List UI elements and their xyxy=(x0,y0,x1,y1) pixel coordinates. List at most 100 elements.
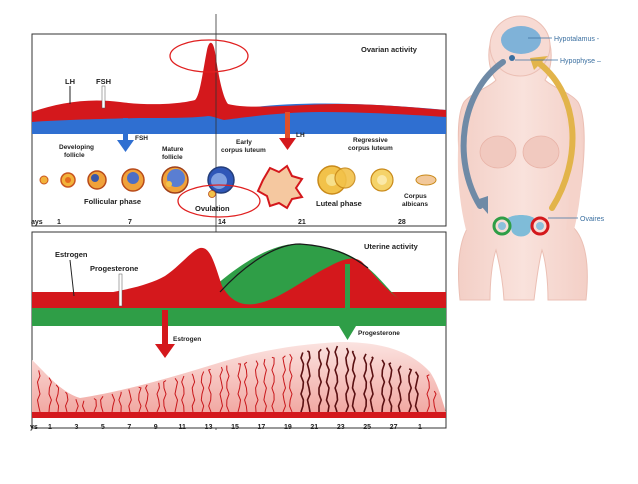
ovarian-activity-title: Ovarian activity xyxy=(361,45,418,54)
pituitary-to-ovary-arrow xyxy=(460,59,506,209)
endometrium-gland xyxy=(345,347,350,413)
endometrium-gland xyxy=(318,348,323,412)
uterine-activity-title: Uterine activity xyxy=(364,242,419,251)
uterine-day-tick: 9 xyxy=(154,424,158,431)
progesterone-top-label: Progesterone xyxy=(90,264,138,273)
uterine-day-tick: 1 xyxy=(418,424,422,431)
endometrium-gland xyxy=(48,377,52,413)
ovulation-highlight-circle xyxy=(177,184,261,218)
regressive-corpus-luteum-label-1: Regressive xyxy=(353,137,388,144)
uterine-day-tick: 1 xyxy=(48,424,52,431)
mature-follicle-label-1: Mature xyxy=(162,146,184,153)
early-corpus-luteum-label-2: corpus luteum xyxy=(221,147,266,154)
fsh-arrow-label: FSH xyxy=(135,135,148,142)
endometrium-gland xyxy=(128,389,132,413)
brain-icon xyxy=(501,26,541,54)
endometrium-gland xyxy=(381,359,386,413)
uterine-day-tick: 3 xyxy=(74,424,78,431)
endometrium-gland xyxy=(100,396,104,413)
endometrium-gland xyxy=(363,353,368,413)
hypothalamus-label: Hypotalamus - xyxy=(554,36,600,43)
ovarian-day-21: 21 xyxy=(298,219,306,226)
uterine-day-tick: 19 xyxy=(284,424,292,431)
ovulation-label: Ovulation xyxy=(195,204,230,213)
anatomy-figure: Hypotalamus - Hypophyse – Ovaires xyxy=(457,15,605,301)
pituitary-icon xyxy=(509,55,515,61)
endometrium-gland xyxy=(388,362,393,413)
endometrium-gland xyxy=(351,350,356,413)
endometrium-gland xyxy=(243,361,248,413)
endometrium-gland xyxy=(263,358,267,413)
endometrium-gland xyxy=(334,345,339,413)
ovarian-day-14: 14 xyxy=(218,219,226,226)
fsh-leader-line xyxy=(101,85,106,109)
uterine-day-tick: 15 xyxy=(231,424,239,431)
endometrium-gland xyxy=(181,375,185,413)
endometrium-gland xyxy=(282,355,287,413)
lh-fsh-curve xyxy=(32,42,446,122)
lh-arrow-label: LH xyxy=(296,132,305,139)
right-breast xyxy=(522,135,560,169)
endometrium-gland xyxy=(145,384,149,413)
uterine-day-tick: 11 xyxy=(178,424,186,431)
follicle-stage-1 xyxy=(39,175,49,185)
ovarian-day-28: 28 xyxy=(398,219,406,226)
uterine-day-tick: 27 xyxy=(390,424,398,431)
endometrium-gland xyxy=(36,370,41,413)
ovarian-days-label: ays xyxy=(31,219,43,226)
uterine-day-tick: 13 xyxy=(205,424,213,431)
endometrium-gland xyxy=(163,380,167,413)
endometrium-gland xyxy=(64,391,69,413)
endometrium-gland xyxy=(75,399,79,413)
endometrium-gland xyxy=(111,393,116,413)
corpus-albicans-label-1: Corpus xyxy=(404,193,427,200)
endometrium-gland xyxy=(325,347,330,413)
endometrium-gland xyxy=(219,366,224,413)
developing-follicle-label-1: Developing xyxy=(59,144,94,151)
endometrium-gland xyxy=(237,363,242,413)
released-ovum xyxy=(208,190,216,198)
endometrium-basal-layer xyxy=(32,412,446,418)
endometrium-gland xyxy=(81,400,86,413)
left-ovary-icon xyxy=(492,216,512,236)
uterine-day-tick: 21 xyxy=(310,424,318,431)
progesterone-arrow-label: Progesterone xyxy=(358,330,400,337)
endometrium-gland xyxy=(55,384,60,413)
ovarian-activity-panel: Ovarian activity LH FSH FSH LH Developin… xyxy=(31,14,447,430)
endometrium-gland xyxy=(306,350,311,413)
endometrium-gland xyxy=(118,391,122,413)
ovaries-label: Ovaires xyxy=(580,216,605,223)
uterine-day-tick: 17 xyxy=(258,424,266,431)
endometrium-illustration xyxy=(32,342,446,418)
estrogen-leader-line xyxy=(69,259,75,297)
regressive-corpus-luteum-label-2: corpus luteum xyxy=(348,145,393,152)
ovary-to-brain-arrow xyxy=(537,61,576,211)
uterine-day-tick: 5 xyxy=(101,424,105,431)
lh-label: LH xyxy=(65,77,75,86)
endometrium-gland xyxy=(226,365,230,413)
progesterone-arrow xyxy=(339,264,356,340)
uterine-day-tick: 25 xyxy=(363,424,371,431)
endometrium-gland xyxy=(200,371,205,413)
endometrium-gland xyxy=(369,356,374,413)
estrogen-arrow-label: Estrogen xyxy=(173,336,201,343)
endometrium-gland xyxy=(138,386,142,413)
progesterone-leader-line xyxy=(118,273,123,307)
luteal-phase-label: Luteal phase xyxy=(316,199,362,208)
estrogen-top-label: Estrogen xyxy=(55,250,88,259)
endometrium-gland xyxy=(191,373,196,413)
right-ovary-icon xyxy=(530,216,550,236)
female-body-silhouette xyxy=(457,25,588,301)
estrogen-curve xyxy=(32,247,446,308)
progesterone-outline xyxy=(219,243,369,293)
early-corpus-luteum-label-1: Early xyxy=(236,139,252,146)
endometrium-gland xyxy=(300,352,305,413)
early-corpus-luteum-icon xyxy=(256,164,304,210)
endometrium-gland xyxy=(254,360,259,413)
right-arm xyxy=(564,106,583,230)
endometrium-gland xyxy=(208,368,212,413)
lh-arrow xyxy=(279,112,296,150)
endometrium-gland xyxy=(414,371,419,413)
